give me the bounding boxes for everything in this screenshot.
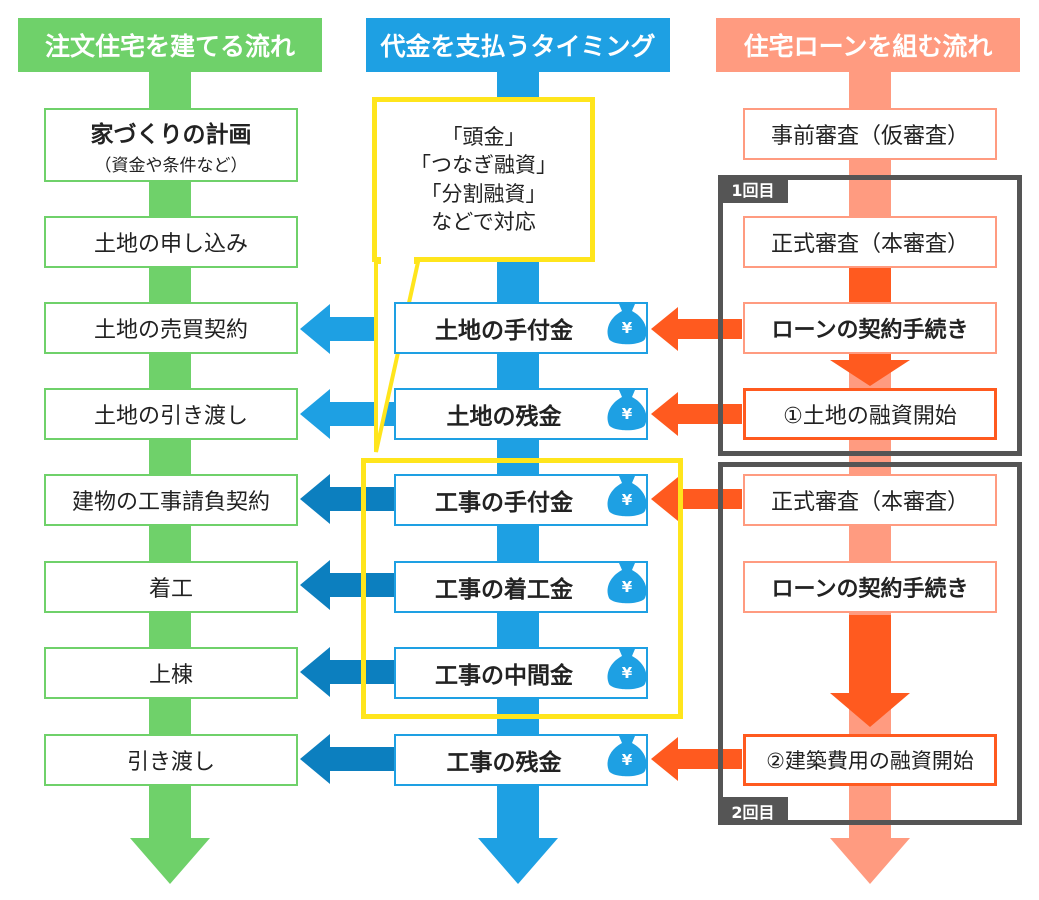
loan-contract-2-label: ローンの契約手続き (771, 577, 969, 602)
loan-construction-disbursement-label: ②建築費用の融資開始 (766, 749, 974, 773)
yen-symbol: ¥ (622, 491, 633, 509)
loan-progress-arrowhead-2 (830, 693, 910, 727)
first-loan-tag: 1回目 (718, 175, 788, 203)
loan-formal-screening-1: 正式審査（本審査） (743, 216, 997, 268)
payment-construction-interim-label: 工事の中間金 (435, 663, 573, 689)
step-land-sales-contract: 土地の売買契約 (44, 302, 298, 354)
yen-symbol: ¥ (622, 664, 633, 682)
note-line-2: 「つなぎ融資」 (410, 153, 557, 178)
money-bag-icon: ¥ (607, 563, 647, 604)
loan-progress-arrowhead-1 (830, 360, 910, 386)
left-flow-spine (149, 72, 191, 840)
loan-progress-arrow-2 (849, 615, 891, 695)
step-house-planning-title: 家づくりの計画 (90, 121, 252, 148)
yen-symbol: ¥ (622, 578, 633, 596)
note-line-3: 「分割融資」 (420, 181, 547, 206)
yen-symbol: ¥ (622, 751, 633, 769)
middle-column-title: 代金を支払うタイミング (380, 32, 656, 61)
left-flow-arrowhead (130, 838, 210, 884)
middle-flow-arrowhead (478, 838, 558, 884)
note-line-4: などで対応 (431, 209, 536, 234)
step-land-application-label: 土地の申し込み (93, 232, 248, 257)
loan-contract-2: ローンの契約手続き (743, 561, 997, 613)
right-flow-arrowhead (830, 838, 910, 884)
payment-land-balance: 土地の残金 (394, 388, 648, 440)
note-line-1: 「頭金」 (441, 124, 526, 149)
money-bag-icon: ¥ (607, 476, 647, 517)
step-land-application: 土地の申し込み (44, 216, 298, 268)
second-loan-tag-label: 2回目 (731, 803, 775, 822)
payment-note-box: 「頭金」 「つなぎ融資」 「分割融資」 などで対応 (372, 97, 595, 262)
left-column-header: 注文住宅を建てる流れ (18, 18, 322, 72)
loan-formal-screening-1-label: 正式審査（本審査） (770, 232, 969, 257)
yen-symbol: ¥ (622, 405, 633, 423)
first-loan-frame (718, 175, 1022, 456)
payment-land-deposit-label: 土地の手付金 (435, 318, 573, 344)
blue-arrow-row8 (300, 734, 394, 784)
orange-arrow-row4 (651, 392, 742, 436)
blue-arrow-row5 (300, 474, 394, 524)
loan-contract-1: ローンの契約手続き (743, 302, 997, 354)
right-column-title: 住宅ローンを組む流れ (743, 32, 993, 61)
orange-arrow-row3 (651, 307, 742, 351)
loan-land-disbursement-label: ①土地の融資開始 (783, 404, 957, 429)
step-handover-label: 引き渡し (126, 750, 215, 775)
loan-formal-screening-2: 正式審査（本審査） (743, 474, 997, 526)
step-construction-contract: 建物の工事請負契約 (44, 474, 298, 526)
blue-arrow-row6 (300, 560, 394, 610)
payment-construction-start-label: 工事の着工金 (435, 577, 573, 603)
blue-arrow-row3 (300, 304, 394, 354)
step-land-sales-contract-label: 土地の売買契約 (93, 318, 248, 343)
second-loan-tag: 2回目 (718, 797, 788, 825)
money-bag-icon: ¥ (607, 304, 647, 345)
left-column-title: 注文住宅を建てる流れ (44, 32, 295, 61)
step-land-handover: 土地の引き渡し (44, 388, 298, 440)
payment-construction-interim: 工事の中間金 (394, 647, 648, 699)
payment-construction-deposit-label: 工事の手付金 (435, 490, 573, 516)
payment-construction-balance: 工事の残金 (394, 734, 648, 786)
loan-land-disbursement: ①土地の融資開始 (743, 388, 997, 440)
payment-construction-start: 工事の着工金 (394, 561, 648, 613)
note-pointer-joint (381, 255, 414, 265)
payment-construction-balance-label: 工事の残金 (446, 750, 562, 776)
blue-arrow-row7 (300, 647, 394, 697)
right-column-header: 住宅ローンを組む流れ (716, 18, 1020, 72)
second-loan-frame (718, 462, 1022, 825)
payment-construction-deposit: 工事の手付金 (394, 474, 648, 526)
step-construction-start: 着工 (44, 561, 298, 613)
step-construction-contract-label: 建物の工事請負契約 (71, 490, 270, 515)
money-bag-icon: ¥ (607, 390, 647, 431)
blue-arrow-row4 (300, 389, 394, 439)
orange-arrow-row8 (651, 737, 742, 781)
first-loan-tag-label: 1回目 (731, 181, 775, 200)
step-land-handover-label: 土地の引き渡し (93, 404, 248, 429)
step-framing-label: 上棟 (148, 663, 193, 688)
middle-column-header: 代金を支払うタイミング (366, 18, 670, 72)
yen-symbol: ¥ (622, 319, 633, 337)
payment-land-deposit: 土地の手付金 (394, 302, 648, 354)
orange-arrow-row5 (651, 477, 742, 521)
loan-construction-disbursement: ②建築費用の融資開始 (743, 734, 997, 786)
money-bag-icon: ¥ (607, 736, 647, 777)
step-house-planning-sub: （資金や条件など） (94, 155, 248, 176)
step-handover: 引き渡し (44, 734, 298, 786)
step-framing: 上棟 (44, 647, 298, 699)
step-house-planning: 家づくりの計画 （資金や条件など） (44, 108, 298, 182)
step-construction-start-label: 着工 (148, 577, 193, 602)
loan-contract-1-label: ローンの契約手続き (771, 318, 969, 343)
payment-land-balance-label: 土地の残金 (446, 404, 562, 430)
loan-pre-screening: 事前審査（仮審査） (743, 108, 997, 160)
money-bag-icon: ¥ (607, 649, 647, 690)
construction-payments-frame (361, 458, 683, 719)
loan-pre-screening-label: 事前審査（仮審査） (770, 124, 969, 149)
loan-formal-screening-2-label: 正式審査（本審査） (770, 490, 969, 515)
